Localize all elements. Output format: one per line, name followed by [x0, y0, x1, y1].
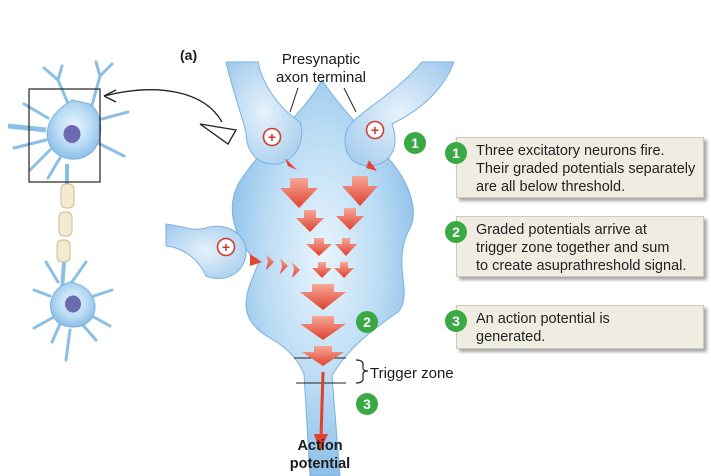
- step-line: Their graded potentials separately: [476, 161, 696, 177]
- plus-icon: +: [216, 237, 236, 257]
- svg-text:+: +: [268, 129, 276, 145]
- excitatory-plus-icons: + + +: [216, 120, 385, 257]
- step-line: trigger zone together and sum: [476, 240, 670, 256]
- step-line: Graded potentials arrive at: [476, 222, 647, 238]
- step-box-1: 1 Three excitatory neurons fire. Their g…: [445, 137, 704, 198]
- step-text: Three excitatory neurons fire. Their gra…: [476, 142, 699, 196]
- svg-text:2: 2: [363, 314, 371, 330]
- small-neuron-illustration: [7, 60, 130, 362]
- presynaptic-pointers: [289, 87, 357, 113]
- nucleus-icon: [63, 125, 81, 143]
- action-potential-arrow: [314, 371, 328, 452]
- zoom-arrow: [103, 89, 238, 145]
- presynaptic-label-line2: axon terminal: [276, 69, 366, 86]
- green-marker-1: 1: [404, 132, 426, 154]
- step-line: An action potential is: [476, 311, 610, 327]
- trigger-zone-bracket: [355, 359, 369, 384]
- action-potential-label-line2: potential: [290, 456, 350, 472]
- step-box-2: 2 Graded potentials arrive at trigger zo…: [445, 216, 704, 277]
- step-line: Three excitatory neurons fire.: [476, 143, 665, 159]
- plus-icon: +: [262, 127, 282, 147]
- step-box-3: 3 An action potential is generated.: [445, 305, 704, 349]
- zoom-box: [28, 88, 101, 183]
- step-text: An action potential is generated.: [476, 310, 699, 346]
- trigger-zone-label: Trigger zone: [370, 365, 454, 382]
- green-marker-3: 3: [356, 393, 378, 415]
- step-badge: 1: [445, 142, 467, 164]
- svg-text:3: 3: [363, 396, 371, 412]
- step-badge: 3: [445, 310, 467, 332]
- svg-text:+: +: [371, 122, 379, 138]
- step-line: generated.: [476, 329, 546, 345]
- plus-icon: +: [365, 120, 385, 140]
- green-marker-2: 2: [356, 311, 378, 333]
- panel-label: (a): [180, 47, 197, 63]
- svg-text:1: 1: [411, 135, 419, 151]
- step-line: are all below threshold.: [476, 179, 626, 195]
- presynaptic-label-line1: Presynaptic: [282, 51, 361, 68]
- action-potential-label-line1: Action: [297, 438, 342, 454]
- step-text: Graded potentials arrive at trigger zone…: [476, 221, 699, 275]
- step-badge: 2: [445, 221, 467, 243]
- step-line: to create asuprathreshold signal.: [476, 258, 687, 274]
- graded-potential-arrows: [250, 158, 378, 366]
- presynaptic-terminals: [165, 61, 455, 280]
- svg-text:+: +: [222, 239, 230, 255]
